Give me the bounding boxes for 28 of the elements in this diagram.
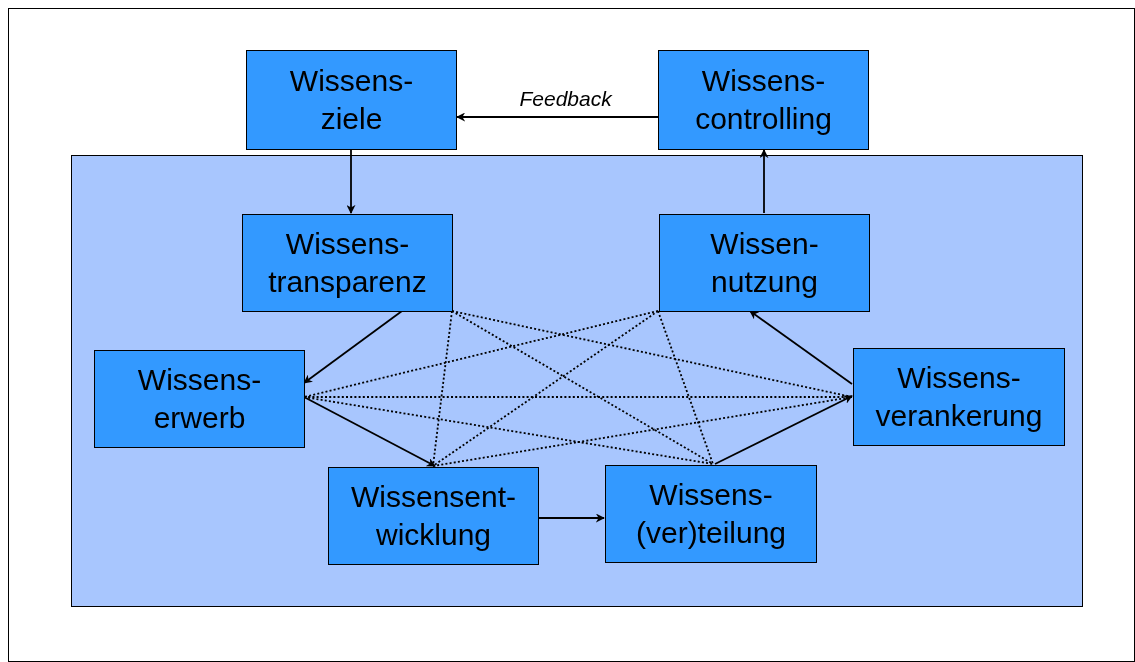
box-label: Wissens- erwerb — [136, 362, 263, 436]
box-label: Wissens- verankerung — [874, 360, 1044, 434]
process-box — [242, 214, 453, 312]
arrow — [749, 310, 853, 385]
process-box — [605, 465, 817, 563]
arrow — [303, 310, 403, 384]
box-label: Wissens- ziele — [288, 63, 415, 137]
arrow — [537, 513, 605, 523]
process-box — [658, 50, 869, 150]
arrow — [714, 395, 853, 465]
box-label: Wissens- controlling — [694, 63, 833, 137]
band-background — [71, 155, 1083, 607]
arrow — [759, 149, 769, 214]
connector-line — [657, 310, 714, 465]
connector-line — [432, 310, 659, 467]
process-box — [328, 467, 539, 565]
box-label: Wissens- transparenz — [267, 226, 428, 300]
box-label: Wissen- nutzung — [709, 226, 820, 300]
arrow — [456, 112, 659, 122]
process-box — [246, 50, 457, 150]
process-box — [853, 348, 1065, 446]
process-box — [659, 214, 870, 312]
arrow — [303, 396, 436, 467]
arrow — [346, 149, 356, 214]
process-box — [94, 350, 305, 448]
box-label: Wissensent- wicklung — [349, 479, 517, 553]
connector-line — [303, 310, 659, 398]
box-label: Wissens- (ver)teilung — [634, 477, 788, 551]
